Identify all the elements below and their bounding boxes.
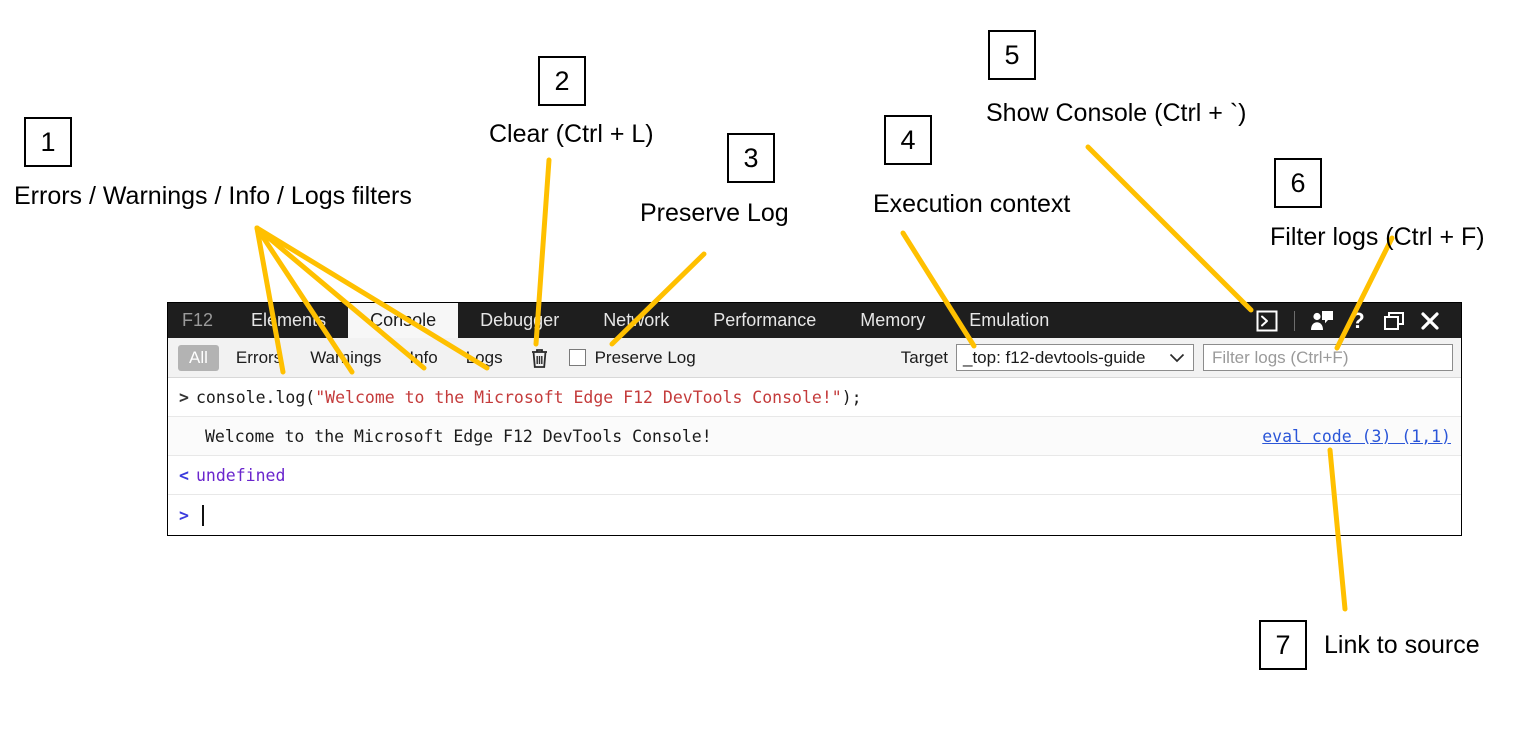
tab-console[interactable]: Console: [348, 303, 459, 338]
input-gutter-icon: >: [179, 387, 189, 407]
console-output-area[interactable]: > console.log("Welcome to the Microsoft …: [168, 378, 1461, 535]
callout-label-7: Link to source: [1324, 631, 1480, 659]
console-input-row: > console.log("Welcome to the Microsoft …: [168, 378, 1461, 417]
trash-icon[interactable]: [530, 347, 549, 369]
f12-brand-label: F12: [182, 310, 214, 330]
callout-number-4: 4: [884, 115, 932, 165]
help-glyph: ?: [1351, 307, 1365, 333]
code-before: console.log(: [196, 387, 316, 407]
callout-label-6: Filter logs (Ctrl + F): [1270, 223, 1485, 251]
tab-memory[interactable]: Memory: [860, 310, 926, 330]
leader-line-5: [1085, 144, 1254, 313]
console-output-row: Welcome to the Microsoft Edge F12 DevToo…: [168, 417, 1461, 456]
filter-button-errors[interactable]: Errors: [235, 347, 283, 367]
execution-context-value: _top: f12-devtools-guide: [963, 347, 1146, 367]
callout-label-1: Errors / Warnings / Info / Logs filters: [14, 182, 412, 210]
code-after: );: [841, 387, 862, 407]
source-link[interactable]: eval code (3) (1,1): [1262, 426, 1451, 446]
callout-label-3: Preserve Log: [640, 199, 789, 227]
tab-emulation[interactable]: Emulation: [969, 310, 1050, 330]
text-cursor: [202, 504, 204, 526]
devtools-tabbar: F12 Elements Console Debugger Network Pe…: [168, 303, 1461, 338]
callout-number-2: 2: [538, 56, 586, 106]
callout-label-4: Execution context: [873, 190, 1071, 218]
code-string: "Welcome to the Microsoft Edge F12 DevTo…: [315, 387, 842, 407]
preserve-log-checkbox[interactable]: [568, 349, 586, 366]
callout-number-1: 1: [24, 117, 72, 167]
help-icon[interactable]: ?: [1341, 304, 1375, 338]
chevron-down-icon: [1157, 353, 1185, 363]
filter-button-info[interactable]: Info: [409, 347, 438, 367]
console-result-row: < undefined: [168, 456, 1461, 495]
tab-network[interactable]: Network: [603, 310, 670, 330]
tab-debugger[interactable]: Debugger: [480, 310, 560, 330]
tab-performance[interactable]: Performance: [713, 310, 817, 330]
tab-elements[interactable]: Elements: [251, 310, 327, 330]
filter-button-logs[interactable]: Logs: [465, 347, 503, 367]
filter-logs-input[interactable]: Filter logs (Ctrl+F): [1203, 344, 1453, 371]
result-gutter-icon: <: [179, 465, 189, 485]
titlebar-actions: ?: [1250, 303, 1461, 338]
preserve-log-label: Preserve Log: [594, 347, 696, 367]
callout-number-3: 3: [727, 133, 775, 183]
console-result-value: undefined: [196, 465, 286, 485]
callout-number-5: 5: [988, 30, 1036, 80]
callout-label-2: Clear (Ctrl + L): [489, 120, 654, 148]
callout-number-6: 6: [1274, 158, 1322, 208]
console-prompt-row[interactable]: >: [168, 495, 1461, 535]
send-feedback-icon[interactable]: [1305, 304, 1339, 338]
prompt-gutter-icon: >: [179, 505, 189, 525]
callout-number-7: 7: [1259, 620, 1307, 670]
console-input-code: console.log("Welcome to the Microsoft Ed…: [196, 388, 862, 407]
filter-button-all[interactable]: All: [178, 344, 219, 371]
close-icon[interactable]: [1413, 304, 1447, 338]
console-output-text: Welcome to the Microsoft Edge F12 DevToo…: [205, 426, 712, 446]
filter-logs-placeholder: Filter logs (Ctrl+F): [1212, 347, 1349, 367]
undock-window-icon[interactable]: [1377, 304, 1411, 338]
devtools-window: F12 Elements Console Debugger Network Pe…: [167, 302, 1462, 536]
callout-label-5: Show Console (Ctrl + `): [986, 99, 1247, 127]
target-label: Target: [900, 347, 948, 367]
console-filter-toolbar: All Errors Warnings Info Logs Preserve L…: [168, 338, 1461, 378]
filter-button-warnings[interactable]: Warnings: [310, 347, 382, 367]
execution-context-select[interactable]: _top: f12-devtools-guide: [956, 344, 1194, 371]
show-console-icon[interactable]: [1250, 304, 1284, 338]
titlebar-divider: [1294, 310, 1295, 331]
